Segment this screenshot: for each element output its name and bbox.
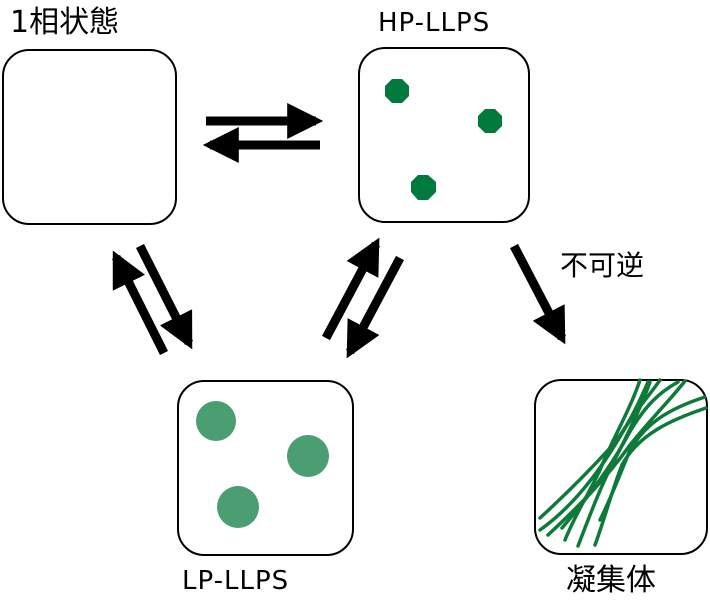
hp-llps-label: HP-LLPS [378,8,491,38]
aggregate-label: 凝集体 [566,563,656,598]
lp-llps-label: LP-LLPS [182,566,290,596]
hp-droplet [478,109,502,133]
arrow-hp-to-lp [346,255,404,359]
lp-droplet [217,486,259,528]
hp-llps-box [358,47,530,223]
single-phase-label: 1相状態 [10,5,120,40]
arrow-hp-to-aggregate [510,243,566,345]
arrow-single-to-lp [135,243,194,350]
hp-droplet [385,79,409,103]
lp-droplet [287,435,329,477]
aggregate-fibers [538,378,708,548]
arrow-lp-to-single [111,250,169,356]
irreversible-label: 不可逆 [560,249,645,282]
fiber [563,378,642,542]
hp-droplet [411,175,436,200]
hp-llps-droplets [385,79,502,200]
single-phase-box [2,49,177,225]
fiber [593,406,708,547]
fiber [576,380,652,548]
lp-droplet [196,401,236,441]
arrow-lp-to-hp [322,237,380,341]
fiber [546,379,687,537]
lp-llps-droplets [196,401,329,528]
